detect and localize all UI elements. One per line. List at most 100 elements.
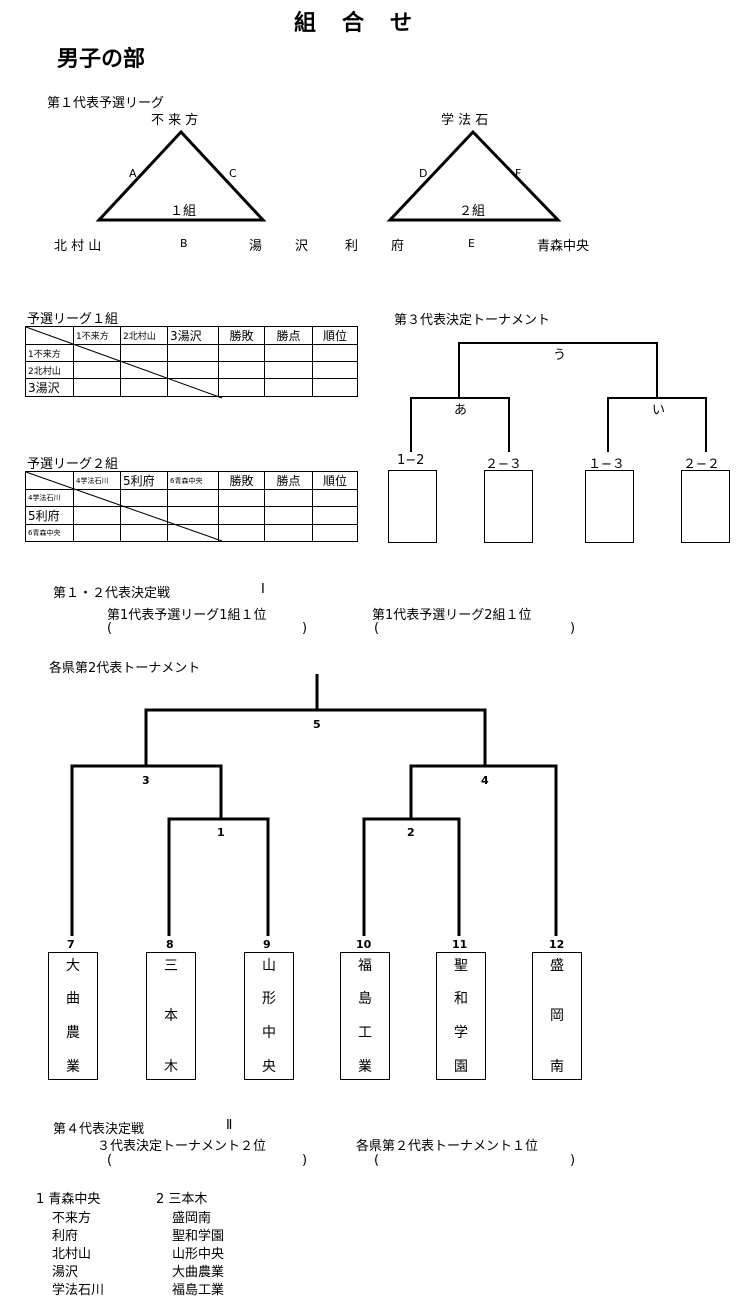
seed-team: 山形中央 xyxy=(172,1247,225,1262)
final12-heading: 第１・２代表決定戦 xyxy=(53,586,171,601)
team-box: 大 曲 農 業 xyxy=(48,952,98,1080)
row-header: 1不来方 xyxy=(25,344,74,362)
team-char: 工 xyxy=(358,1025,372,1041)
col-header: 1不来方 xyxy=(73,326,121,345)
final12-left: 第1代表予選リーグ1組１位 xyxy=(107,608,267,623)
seed-team: 不来方 xyxy=(52,1211,92,1226)
team-char: 木 xyxy=(164,1059,178,1075)
page-title: 組 合 せ xyxy=(294,11,415,36)
t2-match-4: 4 xyxy=(481,774,489,787)
team-char: 園 xyxy=(454,1059,468,1075)
final4-heading: 第４代表決定戦 xyxy=(53,1122,145,1137)
triangle-group2 xyxy=(386,129,562,222)
g2-edge-d: D xyxy=(419,167,428,180)
t3-bracket xyxy=(410,342,707,452)
row-header: 4学法石川 xyxy=(25,489,74,507)
col-header: 2北村山 xyxy=(120,326,168,345)
team-char: 央 xyxy=(262,1059,276,1075)
t2-match-5: 5 xyxy=(313,718,321,731)
seed-team: 福島工業 xyxy=(172,1283,225,1298)
final12-right: 第1代表予選リーグ2組１位 xyxy=(372,608,532,623)
team-number: 9 xyxy=(263,938,271,951)
t2-heading: 各県第2代表トーナメント xyxy=(49,661,201,676)
row-header: 5利府 xyxy=(25,506,74,525)
team-char: 岡 xyxy=(550,1008,564,1024)
team-char: 曲 xyxy=(66,991,80,1007)
team-box: 盛 岡 南 xyxy=(532,952,582,1080)
t3-slot-box xyxy=(484,470,533,543)
col-header: 順位 xyxy=(312,471,358,490)
t3-match-i: い xyxy=(652,403,666,418)
table2-heading: 予選リーグ２組 xyxy=(27,457,119,472)
t3-match-a: あ xyxy=(454,403,468,418)
triangle-group1 xyxy=(95,129,267,222)
t2-match-3: 3 xyxy=(142,774,150,787)
team-char: 大 xyxy=(66,958,80,974)
team-char: 農 xyxy=(66,1025,80,1041)
col-header: 勝点 xyxy=(264,326,313,345)
team-char: 本 xyxy=(164,1008,178,1024)
col-header: 5利府 xyxy=(120,471,168,490)
team-box: 三 本 木 xyxy=(146,952,196,1080)
final4-roman: Ⅱ xyxy=(226,1118,233,1133)
paren-open: ( xyxy=(107,621,113,636)
seed-team: 学法石川 xyxy=(52,1283,105,1298)
final12-roman: Ⅰ xyxy=(261,582,265,597)
seed-team: 湯沢 xyxy=(52,1265,79,1280)
team-char: 中 xyxy=(262,1025,276,1041)
g2-left-team: 利 府 xyxy=(345,239,415,254)
paren-open: ( xyxy=(374,621,380,636)
t2-bracket xyxy=(70,674,558,936)
team-char: 形 xyxy=(262,991,276,1007)
col-header: 4学法石川 xyxy=(73,471,121,490)
paren-close: ) xyxy=(570,1153,576,1168)
team-char: 聖 xyxy=(454,958,468,974)
paren-close: ) xyxy=(302,621,308,636)
team-box: 聖 和 学 園 xyxy=(436,952,486,1080)
team-char: 業 xyxy=(66,1059,80,1075)
final4-left: ３代表決定トーナメント２位 xyxy=(97,1139,267,1154)
col-header: 勝敗 xyxy=(218,326,265,345)
team-char: 和 xyxy=(454,991,468,1007)
row-header: 6青森中央 xyxy=(25,524,74,542)
team-char: 業 xyxy=(358,1059,372,1075)
g2-edge-e: E xyxy=(468,237,475,250)
seed-group-2-head: 2 三本木 xyxy=(156,1192,208,1207)
g1-left-team: 北 村 山 xyxy=(54,239,102,254)
final4-right: 各県第２代表トーナメント１位 xyxy=(356,1139,539,1154)
col-header: 勝点 xyxy=(264,471,313,490)
col-header: 6青森中央 xyxy=(167,471,219,490)
team-char: 盛 xyxy=(550,958,564,974)
team-box: 山 形 中 央 xyxy=(244,952,294,1080)
paren-open: ( xyxy=(374,1153,380,1168)
col-header: 勝敗 xyxy=(218,471,265,490)
team-char: 山 xyxy=(262,958,276,974)
t3-slot-label: ２−３ xyxy=(485,457,522,472)
team-char: 島 xyxy=(358,991,372,1007)
section-title: 男子の部 xyxy=(57,47,146,72)
paren-open: ( xyxy=(107,1153,113,1168)
row-header: 2北村山 xyxy=(25,361,74,379)
team-number: 12 xyxy=(549,938,565,951)
t2-match-1: 1 xyxy=(217,826,225,839)
team-char: 三 xyxy=(164,958,178,974)
paren-close: ) xyxy=(302,1153,308,1168)
g2-label: ２組 xyxy=(459,204,486,219)
league-table-2: 4学法石川 5利府 6青森中央 勝敗 勝点 順位 4学法石川 5利府 6青森中央 xyxy=(25,471,358,542)
league-table-1: 1不来方 2北村山 3湯沢 勝敗 勝点 順位 1不来方 2北村山 3湯沢 xyxy=(25,326,358,397)
col-header: 順位 xyxy=(312,326,358,345)
seed-team: 聖和学園 xyxy=(172,1229,225,1244)
g1-edge-a: A xyxy=(129,167,137,180)
g1-edge-c: C xyxy=(229,167,237,180)
team-number: 11 xyxy=(452,938,468,951)
team-char: 福 xyxy=(358,958,372,974)
t2-match-2: 2 xyxy=(407,826,415,839)
t3-slot-box xyxy=(585,470,634,543)
league1-heading: 第１代表予選リーグ xyxy=(47,96,165,111)
g2-top-team: 学 法 石 xyxy=(441,113,489,128)
seed-team: 北村山 xyxy=(52,1247,92,1262)
g2-edge-f: F xyxy=(515,167,522,180)
t3-heading: 第３代表決定トーナメント xyxy=(394,313,551,328)
table1-heading: 予選リーグ１組 xyxy=(27,312,119,327)
seed-team: 盛岡南 xyxy=(172,1211,212,1226)
